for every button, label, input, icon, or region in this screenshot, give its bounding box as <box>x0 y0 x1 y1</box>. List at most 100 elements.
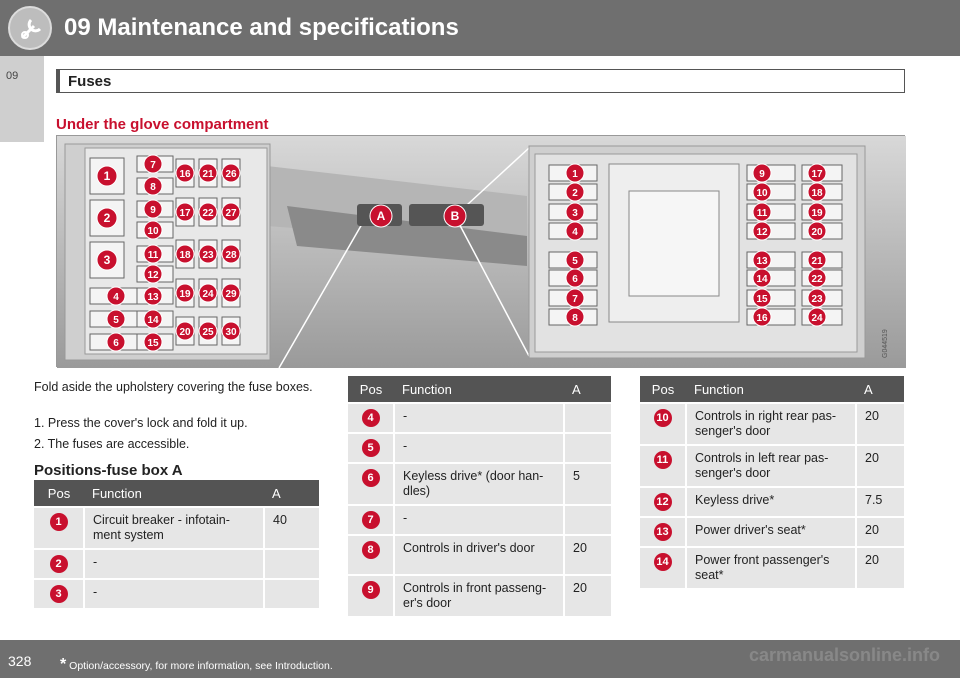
fuse-b-21: 21 <box>807 250 827 270</box>
svg-text:16: 16 <box>756 313 768 324</box>
amperage-cell <box>563 432 611 463</box>
column-header-a: A <box>264 480 319 507</box>
function-cell: Power front passenger's seat* <box>685 546 856 588</box>
table-row: 2- <box>34 548 319 579</box>
column-header-function: Function <box>686 376 856 403</box>
svg-text:22: 22 <box>811 274 823 285</box>
fuse-a-9: 9 <box>143 199 163 219</box>
position-badge: 10 <box>653 409 672 427</box>
position-badge: 5 <box>361 439 380 457</box>
function-cell: - <box>83 578 264 608</box>
fuse-b-20: 20 <box>807 221 827 241</box>
column-header-pos: Pos <box>34 480 84 507</box>
fuse-b-13: 13 <box>752 250 772 270</box>
maintenance-tools-icon <box>8 6 52 50</box>
amperage-cell <box>563 402 611 433</box>
svg-text:23: 23 <box>202 250 214 261</box>
function-cell: Keyless drive* <box>685 486 856 517</box>
fuse-b-9: 9 <box>752 163 772 183</box>
position-badge: 6 <box>361 469 380 487</box>
chapter-tab-number: 09 <box>6 70 19 82</box>
fuse-a-3: 3 <box>96 249 118 271</box>
svg-text:30: 30 <box>225 327 237 338</box>
fuse-b-7: 7 <box>565 288 585 308</box>
svg-text:14: 14 <box>147 315 159 326</box>
fuse-a-16: 16 <box>175 163 195 183</box>
svg-text:8: 8 <box>150 182 156 193</box>
svg-text:11: 11 <box>757 208 768 219</box>
chapter-title: 09 Maintenance and specifications <box>64 14 459 41</box>
position-badge: 2 <box>49 555 68 573</box>
amperage-cell: 40 <box>263 506 319 549</box>
fuse-a-25: 25 <box>198 321 218 341</box>
table-row: 4- <box>348 402 611 433</box>
fuse-a-23: 23 <box>198 244 218 264</box>
fuse-b-12: 12 <box>752 221 772 241</box>
fuse-b-8: 8 <box>565 307 585 327</box>
fuse-b-22: 22 <box>807 268 827 288</box>
fuse-a-10: 10 <box>143 220 163 240</box>
svg-text:23: 23 <box>811 294 823 305</box>
amperage-cell: 20 <box>855 516 904 547</box>
svg-text:14: 14 <box>756 274 768 285</box>
svg-text:15: 15 <box>756 294 768 305</box>
function-cell: Controls in left rear pas-senger's door <box>685 444 856 487</box>
fuse-b-18: 18 <box>807 182 827 202</box>
watermark: carmanualsonline.info <box>748 645 940 665</box>
function-cell: Controls in front passeng-er's door <box>393 574 564 616</box>
fuse-a-7: 7 <box>143 154 163 174</box>
chapter-tab: 09 <box>0 56 44 142</box>
figure-code: G044519 <box>882 329 889 358</box>
fuse-a-5: 5 <box>106 309 126 329</box>
fuse-b-5: 5 <box>565 250 585 270</box>
svg-text:5: 5 <box>113 315 119 326</box>
section-title-bar: Fuses <box>56 69 905 93</box>
fuse-a-27: 27 <box>221 202 241 222</box>
amperage-cell: 7.5 <box>855 486 904 517</box>
svg-text:9: 9 <box>150 205 156 216</box>
svg-text:3: 3 <box>572 208 578 219</box>
svg-text:7: 7 <box>572 294 578 305</box>
subheading: Under the glove compartment <box>56 116 269 133</box>
svg-text:2: 2 <box>572 188 578 199</box>
step-2: 2. The fuses are accessible. <box>34 437 190 451</box>
fuse-b-19: 19 <box>807 202 827 222</box>
fuse-b-10: 10 <box>752 182 772 202</box>
amperage-cell <box>263 548 319 579</box>
intro-text: Fold aside the upholstery covering the f… <box>34 380 313 394</box>
amperage-cell: 20 <box>855 444 904 487</box>
fuse-b-3: 3 <box>565 202 585 222</box>
svg-text:22: 22 <box>202 208 214 219</box>
fuse-b-24: 24 <box>807 307 827 327</box>
callout-a: A <box>369 204 393 228</box>
svg-text:10: 10 <box>147 226 159 237</box>
svg-text:9: 9 <box>759 169 765 180</box>
position-badge: 3 <box>49 585 68 603</box>
svg-text:28: 28 <box>225 250 237 261</box>
amperage-cell: 20 <box>563 574 611 616</box>
svg-text:5: 5 <box>572 256 578 267</box>
svg-text:27: 27 <box>225 208 237 219</box>
svg-text:4: 4 <box>572 227 578 238</box>
position-badge: 12 <box>653 493 672 511</box>
table-row: 3- <box>34 578 319 608</box>
amperage-cell: 5 <box>563 462 611 505</box>
svg-text:10: 10 <box>756 188 768 199</box>
svg-text:26: 26 <box>225 169 237 180</box>
fuse-a-29: 29 <box>221 283 241 303</box>
column-header-function: Function <box>394 376 564 403</box>
fuse-b-6: 6 <box>565 268 585 288</box>
fuse-b-14: 14 <box>752 268 772 288</box>
amperage-cell <box>563 504 611 535</box>
fuse-a-4: 4 <box>106 286 126 306</box>
fuse-a-22: 22 <box>198 202 218 222</box>
function-cell: Circuit breaker - infotain-ment system <box>83 506 264 549</box>
